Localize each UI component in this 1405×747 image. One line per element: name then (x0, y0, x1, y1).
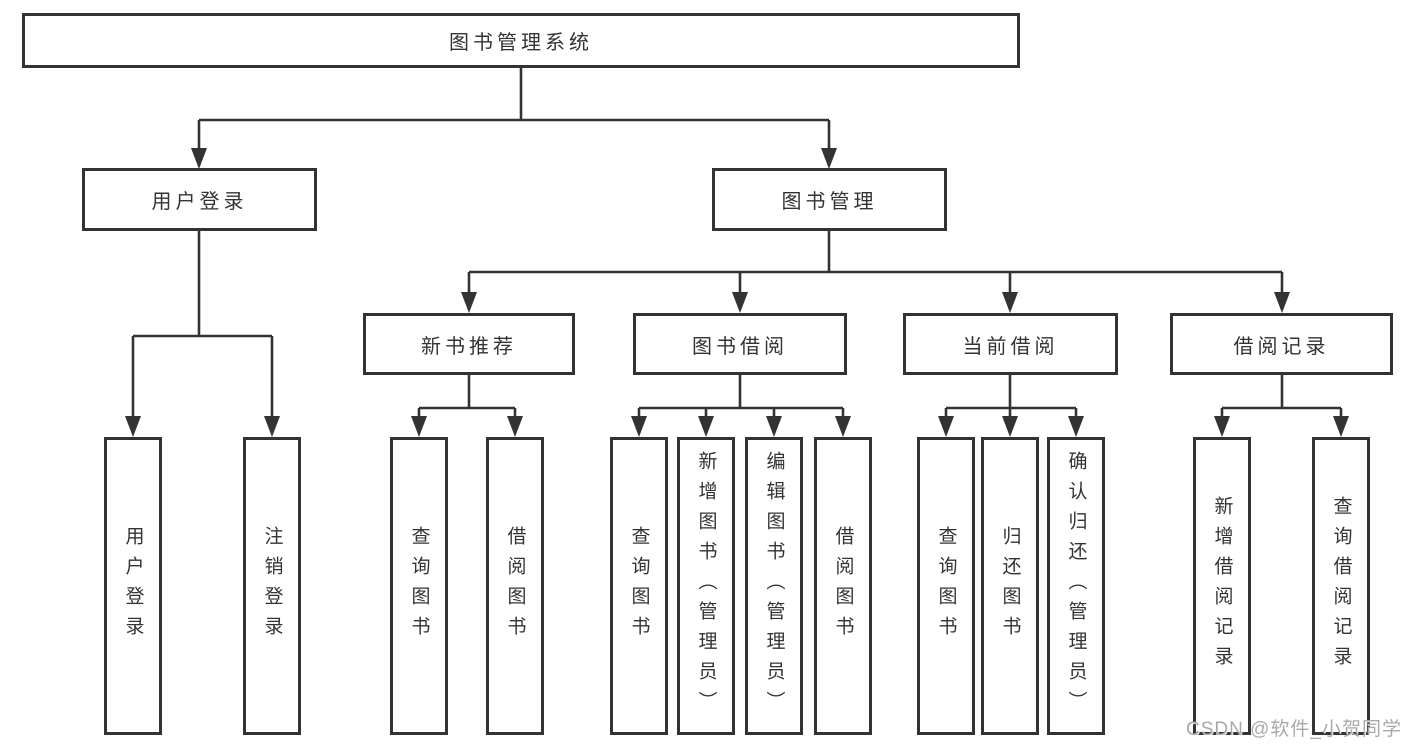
leaf-borrow-books-borrowing: 借阅图书 (814, 437, 872, 735)
leaf-query-books-borrowing: 查询图书 (610, 437, 668, 735)
leaf-edit-books-admin: 编辑图书（管理员） (745, 437, 803, 735)
leaf-query-borrow-record: 查询借阅记录 (1312, 437, 1370, 735)
csdn-watermark: CSDN @软件_小贺同学 (1186, 719, 1402, 740)
leaf-confirm-return-admin: 确认归还（管理员） (1047, 437, 1105, 735)
leaf-return-books: 归还图书 (981, 437, 1039, 735)
node-borrowing-records: 借阅记录 (1170, 313, 1393, 375)
leaf-user-login: 用户登录 (104, 437, 162, 735)
leaf-add-books-admin: 新增图书（管理员） (677, 437, 735, 735)
node-book-management: 图书管理 (712, 168, 947, 231)
node-user-login: 用户登录 (82, 168, 317, 231)
node-library-management-system: 图书管理系统 (22, 13, 1020, 68)
leaf-borrow-books-recommend: 借阅图书 (486, 437, 544, 735)
node-new-book-recommendation: 新书推荐 (363, 313, 575, 375)
node-book-borrowing: 图书借阅 (633, 313, 847, 375)
leaf-query-books-current: 查询图书 (917, 437, 975, 735)
leaf-add-borrow-record: 新增借阅记录 (1193, 437, 1251, 735)
leaf-query-books-recommend: 查询图书 (390, 437, 448, 735)
leaf-logout: 注销登录 (243, 437, 301, 735)
node-current-borrowing: 当前借阅 (903, 313, 1118, 375)
